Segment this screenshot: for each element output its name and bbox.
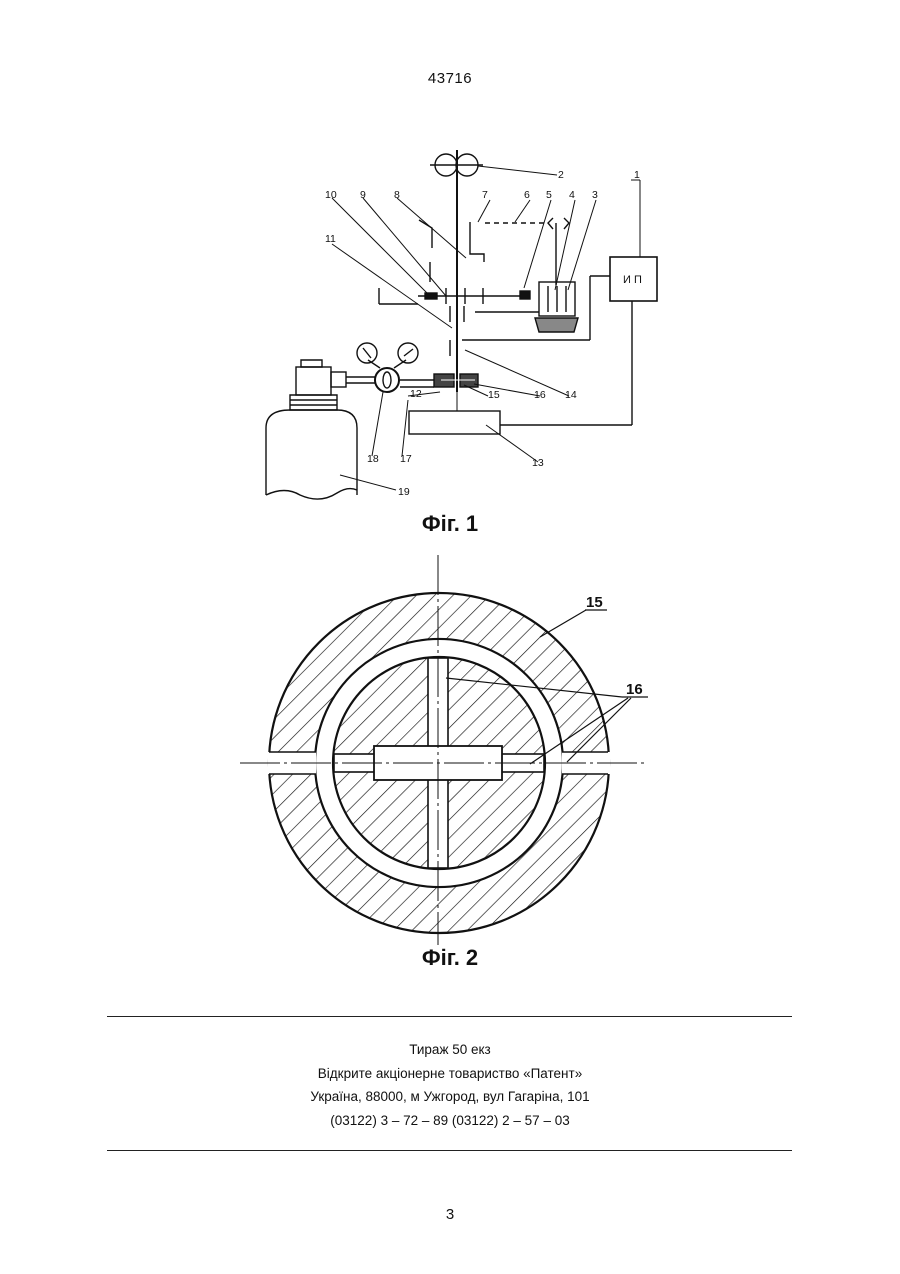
label-2: 2 bbox=[558, 169, 564, 181]
label-3: 3 bbox=[592, 189, 598, 201]
power-unit-label: И П bbox=[623, 274, 642, 286]
label-9: 9 bbox=[360, 189, 366, 201]
figure-2-labels: 15 16 bbox=[586, 594, 643, 698]
label-17: 17 bbox=[400, 453, 412, 465]
label-10: 10 bbox=[325, 189, 337, 201]
label-7: 7 bbox=[482, 189, 488, 201]
gas-cylinder-19 bbox=[266, 360, 357, 499]
imprint-circulation: Тираж 50 екз bbox=[0, 1038, 900, 1062]
label-13: 13 bbox=[532, 457, 544, 469]
regulator-18 bbox=[346, 343, 418, 392]
patent-drawings: 1 2 3 4 5 6 7 8 9 10 11 12 13 14 15 16 1… bbox=[0, 0, 900, 1010]
leader-lines bbox=[332, 166, 640, 490]
electrode-10 bbox=[425, 293, 437, 299]
motor-3 bbox=[535, 282, 578, 332]
figure-1-labels: 1 2 3 4 5 6 7 8 9 10 11 12 13 14 15 16 1… bbox=[325, 169, 642, 498]
imprint-publisher: Відкрите акціонерне товариство «Патент» bbox=[0, 1062, 900, 1086]
page-number: 3 bbox=[0, 1206, 900, 1223]
figure-1-drawing bbox=[266, 150, 657, 499]
label-14: 14 bbox=[565, 389, 577, 401]
label-12: 12 bbox=[410, 388, 422, 400]
electrode-5 bbox=[520, 291, 530, 299]
figure-2-drawing bbox=[240, 555, 648, 945]
label-16: 16 bbox=[534, 389, 546, 401]
imprint-block: Тираж 50 екз Відкрите акціонерне товарис… bbox=[0, 1038, 900, 1132]
imprint-address: Україна, 88000, м Ужгород, вул Гагаріна,… bbox=[0, 1085, 900, 1109]
figure-1-caption: Фіг. 1 bbox=[350, 511, 550, 537]
label-18: 18 bbox=[367, 453, 379, 465]
label-4: 4 bbox=[569, 189, 575, 201]
figure-2-caption: Фіг. 2 bbox=[350, 945, 550, 971]
label-19: 19 bbox=[398, 486, 410, 498]
label-5: 5 bbox=[546, 189, 552, 201]
top-rule bbox=[107, 1016, 792, 1017]
label-15: 15 bbox=[586, 594, 603, 611]
label-1: 1 bbox=[634, 169, 640, 181]
imprint-phones: (03122) 3 – 72 – 89 (03122) 2 – 57 – 03 bbox=[0, 1109, 900, 1133]
label-11: 11 bbox=[325, 233, 336, 245]
label-8: 8 bbox=[394, 189, 400, 201]
bottom-rule bbox=[107, 1150, 792, 1151]
label-15: 15 bbox=[488, 389, 500, 401]
label-16: 16 bbox=[626, 681, 643, 698]
label-6: 6 bbox=[524, 189, 530, 201]
